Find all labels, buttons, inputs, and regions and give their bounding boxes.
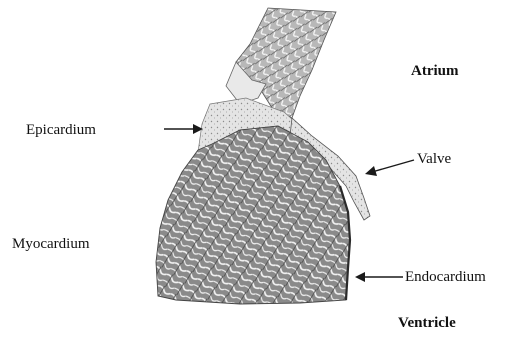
label-endocardium: Endocardium [405,270,486,285]
label-atrium: Atrium [411,64,459,79]
endocardium-arrow [355,272,403,282]
label-valve: Valve [417,152,451,167]
label-epicardium: Epicardium [26,123,96,138]
epicardium-arrow [164,124,203,134]
valve-arrow [365,160,414,176]
label-ventricle: Ventricle [398,316,456,331]
label-myocardium: Myocardium [12,237,89,252]
